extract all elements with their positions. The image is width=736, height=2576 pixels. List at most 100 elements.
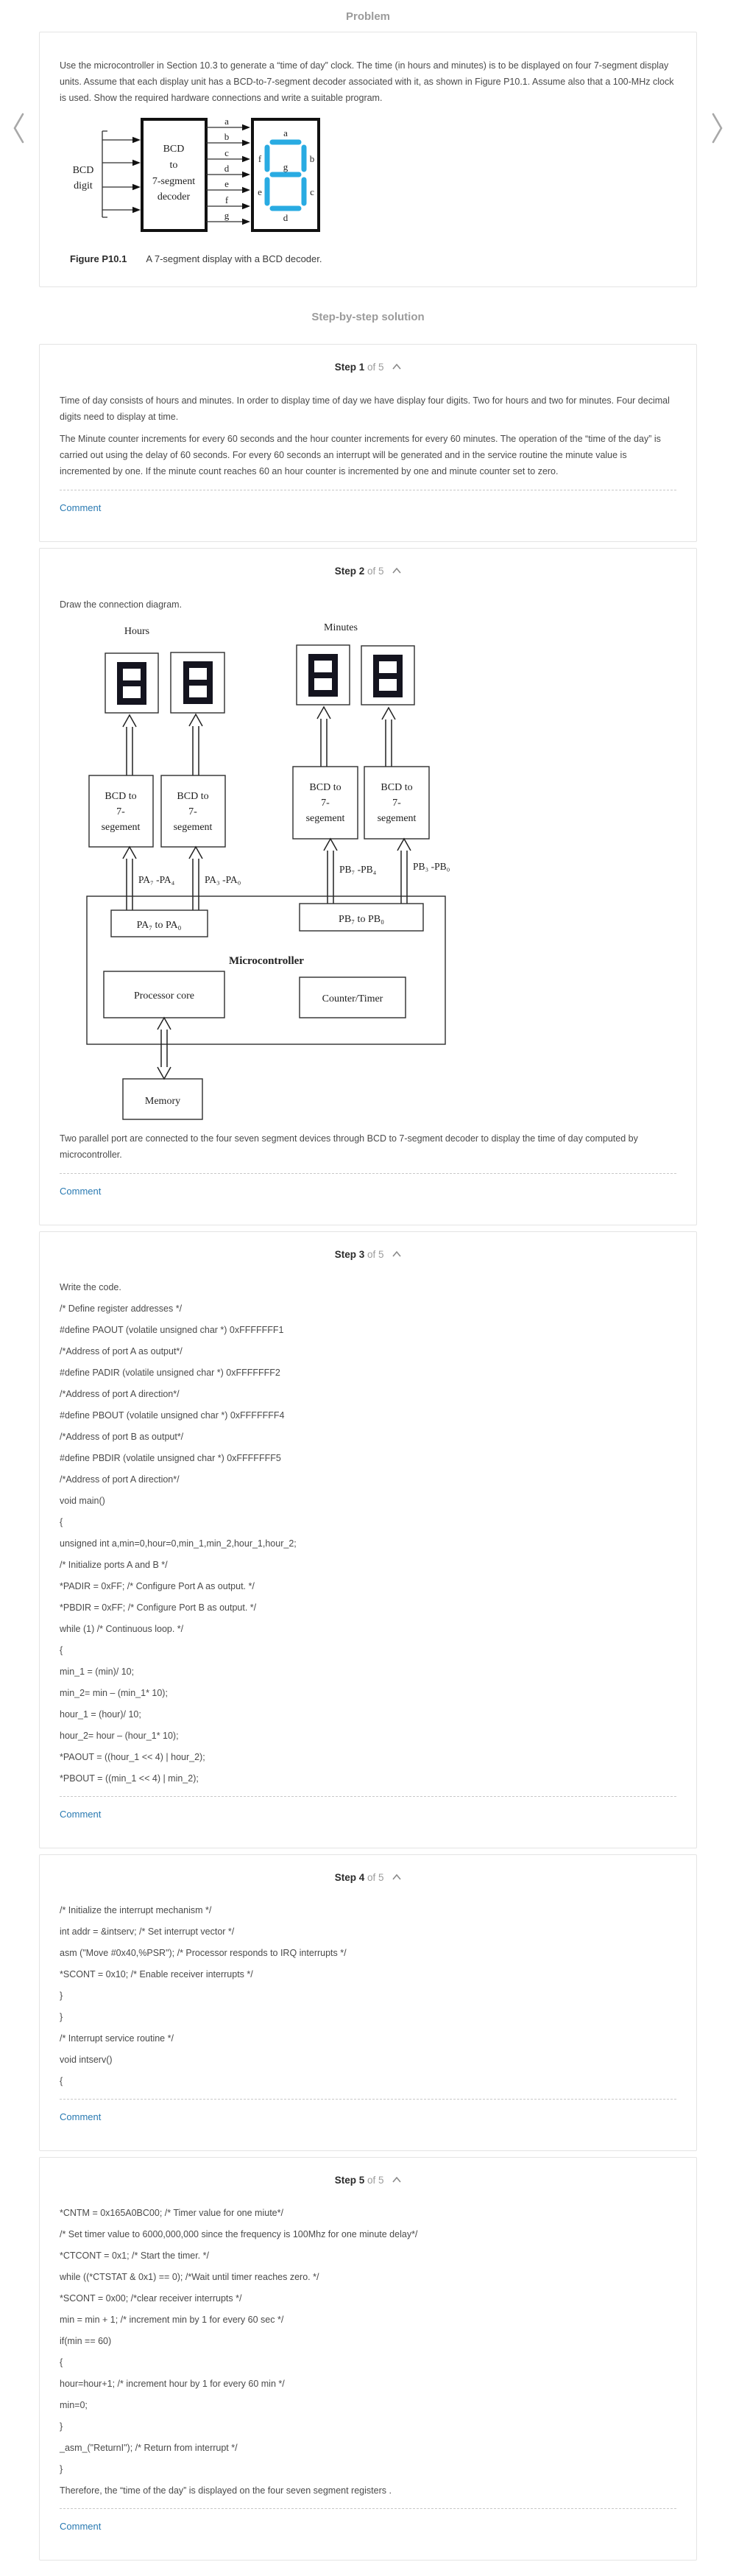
segment-label-c: c (310, 186, 314, 197)
port-a-box: PA₇ to PA₀ (110, 909, 208, 937)
next-problem-chevron-icon[interactable] (711, 112, 724, 148)
code-line: *CNTM = 0x165A0BC00; /* Timer value for … (60, 2208, 283, 2218)
bcd-decoder-box-3: BCD to 7- segement (292, 766, 358, 840)
segment-label-g: g (283, 161, 289, 172)
svg-text:segement: segement (174, 822, 213, 833)
code-line: asm ("Move #0x40,%PSR"); /* Processor re… (60, 1948, 347, 1958)
step-2-label: Step 2 (334, 566, 365, 577)
step-3-header: Step 3 of 5 (60, 1248, 676, 1260)
code-line: min=0; (60, 2400, 88, 2410)
svg-text:PB₇ to PB₀: PB₇ to PB₀ (339, 914, 384, 925)
code-line: hour_2= hour – (hour_1* 10); (60, 1731, 179, 1741)
collapse-step-5-icon[interactable] (392, 2174, 401, 2185)
code-line: while (1) /* Continuous loop. */ (60, 1624, 184, 1634)
svg-text:BCD to: BCD to (309, 782, 341, 793)
connection-diagram: Hours Minutes (86, 622, 450, 1120)
step-4-header: Step 4 of 5 (60, 1871, 676, 1883)
code-line: { (60, 2076, 63, 2086)
pin-label-d: d (224, 163, 230, 174)
code-line: #define PBOUT (volatile unsigned char *)… (60, 1410, 285, 1421)
code-line: /*Address of port A as output*/ (60, 1346, 183, 1356)
segment-label-e: e (258, 186, 262, 197)
comment-link[interactable]: Comment (60, 502, 102, 513)
code-line: min_1 = (min)/ 10; (60, 1667, 135, 1677)
hours-display-1 (105, 652, 159, 714)
step-5-body: *CNTM = 0x165A0BC00; /* Timer value for … (60, 2206, 676, 2498)
step-4-card: Step 4 of 5 /* Initialize the interrupt … (39, 1854, 697, 2151)
pin-label-b: b (224, 131, 230, 142)
divider (60, 2508, 676, 2509)
step-5-header: Step 5 of 5 (60, 2174, 676, 2186)
arrow-pb-low (397, 837, 411, 904)
svg-text:7-: 7- (188, 806, 197, 817)
figure-p10-1: BCD digit BCD to 7-segment decoder a b c… (73, 116, 320, 232)
arrow-bcd3-to-display (316, 705, 331, 767)
step-2-of-count: of 5 (367, 566, 384, 577)
code-line: } (60, 1991, 63, 2001)
code-line: /* Define register addresses */ (60, 1303, 183, 1314)
divider (60, 1796, 676, 1797)
arrow-pa-high (122, 845, 137, 910)
code-line: while ((*CTSTAT & 0x1) == 0); /*Wait unt… (60, 2272, 319, 2282)
pa-low-label: PA₃ -PA₀ (205, 874, 241, 885)
step-2-intro: Draw the connection diagram. (60, 599, 183, 610)
minutes-display-2 (361, 645, 415, 705)
code-line: *PBDIR = 0xFF; /* Configure Port B as ou… (60, 1602, 257, 1613)
svg-text:Memory: Memory (145, 1096, 180, 1107)
code-line: /*Address of port A direction*/ (60, 1474, 180, 1485)
step-3-body: Write the code. /* Define register addres… (60, 1280, 676, 1786)
step-1-label: Step 1 (334, 362, 365, 373)
svg-text:BCD to: BCD to (177, 791, 208, 802)
port-b-box: PB₇ to PB₀ (299, 903, 424, 932)
code-line: { (60, 1645, 63, 1655)
arrow-bcd4-to-display (381, 706, 396, 767)
pin-label-e: e (224, 178, 229, 189)
comment-link[interactable]: Comment (60, 1809, 102, 1820)
arrow-bcd2-to-display (188, 713, 203, 775)
step-5-of-count: of 5 (367, 2175, 384, 2186)
code-line: #define PBDIR (volatile unsigned char *)… (60, 1453, 281, 1463)
solution-title: Step-by-step solution (311, 311, 425, 323)
step-1-card: Step 1 of 5 Time of day consists of hour… (39, 344, 697, 542)
display-box (251, 118, 320, 232)
problem-title: Problem (345, 10, 390, 23)
microcontroller-box (86, 895, 446, 1045)
code-line: Write the code. (60, 1282, 121, 1292)
bcd-input-arrows (102, 136, 141, 214)
svg-text:BCD to: BCD to (381, 782, 412, 793)
code-line: *SCONT = 0x10; /* Enable receiver interr… (60, 1969, 253, 1979)
processor-core-box: Processor core (103, 971, 225, 1018)
code-line: hour=hour+1; /* increment hour by 1 for … (60, 2379, 285, 2389)
segment-label-b: b (310, 153, 315, 164)
arrow-bcd1-to-display (122, 714, 137, 775)
svg-text:segement: segement (306, 813, 345, 824)
collapse-step-4-icon[interactable] (392, 1871, 401, 1882)
comment-link[interactable]: Comment (60, 2521, 102, 2532)
bcd-decoder-box-2: BCD to 7- segement (160, 775, 226, 848)
pin-label-f: f (225, 194, 229, 205)
comment-link[interactable]: Comment (60, 1186, 102, 1197)
code-line: { (60, 1517, 63, 1527)
collapse-step-1-icon[interactable] (392, 361, 401, 372)
segment-label-f: f (258, 153, 262, 164)
code-line: *SCONT = 0x00; /*clear receiver interrup… (60, 2293, 242, 2304)
segment-label-a: a (283, 127, 288, 138)
code-line: /* Interrupt service routine */ (60, 2033, 174, 2044)
comment-link[interactable]: Comment (60, 2111, 102, 2122)
svg-text:PA₇ to PA₀: PA₇ to PA₀ (137, 920, 182, 931)
collapse-step-3-icon[interactable] (392, 1248, 401, 1259)
svg-text:7-: 7- (116, 806, 125, 817)
step-2-outro: Two parallel port are connected to the f… (60, 1133, 638, 1160)
code-line: } (60, 2464, 63, 2474)
minutes-label: Minutes (324, 622, 358, 633)
arrow-pb-high (323, 837, 338, 904)
seven-segment-display (264, 139, 307, 211)
prev-problem-chevron-icon[interactable] (12, 112, 25, 148)
collapse-step-2-icon[interactable] (392, 565, 401, 576)
code-line: min_2= min – (min_1* 10); (60, 1688, 168, 1698)
svg-text:Processor core: Processor core (134, 990, 194, 1002)
bcd-input-label-1: BCD (73, 165, 94, 176)
step-paragraph: The Minute counter increments for every … (60, 434, 661, 476)
bcd-decoder-box-1: BCD to 7- segement (88, 775, 154, 848)
step-5-card: Step 5 of 5 *CNTM = 0x165A0BC00; /* Time… (39, 2157, 697, 2561)
